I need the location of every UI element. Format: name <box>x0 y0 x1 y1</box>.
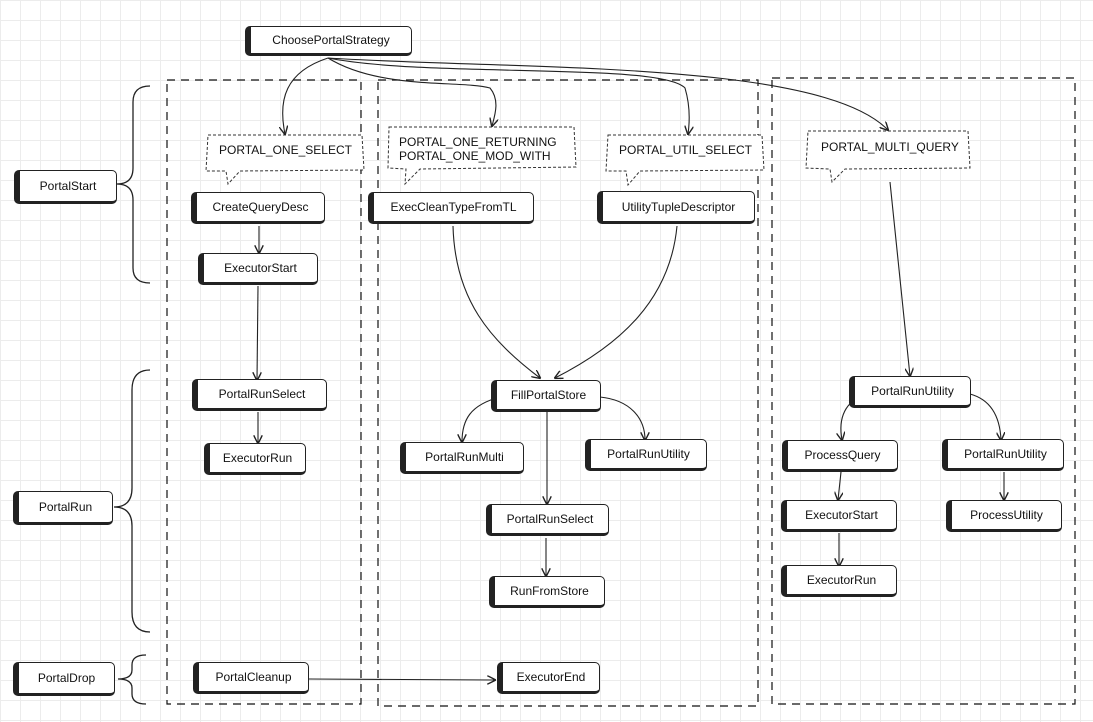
edge-execclean-fill <box>452 225 540 378</box>
edge-cleanup-executorend <box>308 679 495 680</box>
node-executor-start-1: ExecutorStart <box>198 253 318 285</box>
node-portal-run-select-2: PortalRunSelect <box>486 504 609 536</box>
edge-runutility-runutility2 <box>969 393 1001 440</box>
label-portal-one-mod-with: PORTAL_ONE_MOD_WITH <box>399 149 551 163</box>
node-portal-run-utility-2: PortalRunUtility <box>849 376 971 408</box>
node-portal-run-multi: PortalRunMulti <box>400 442 524 474</box>
edge-fill-runutility <box>599 396 645 440</box>
label-portal-multi-query: PORTAL_MULTI_QUERY <box>821 140 959 154</box>
brace-start <box>116 85 151 284</box>
bubble-multi-query <box>805 130 971 184</box>
edge-root-one-select <box>283 57 329 134</box>
edge-multi-runutility <box>889 181 910 376</box>
bubble-one-select <box>205 134 365 186</box>
node-portal-run-select-1: PortalRunSelect <box>192 379 327 411</box>
brace-drop <box>117 654 147 705</box>
node-create-query-desc: CreateQueryDesc <box>191 192 325 224</box>
edge-root-multi-query <box>327 57 888 130</box>
node-portal-drop: PortalDrop <box>13 662 115 696</box>
node-choose-portal-strategy: ChoosePortalStrategy <box>245 26 412 56</box>
node-executor-end: ExecutorEnd <box>497 662 600 694</box>
bubble-one-returning <box>387 126 577 186</box>
edge-root-returning <box>327 57 496 126</box>
bubble-util-select <box>605 134 765 187</box>
node-utility-tuple-descriptor: UtilityTupleDescriptor <box>597 191 755 224</box>
label-portal-util-select: PORTAL_UTIL_SELECT <box>619 143 752 157</box>
edge-executorstart-runselect <box>257 285 258 380</box>
node-fill-portal-store: FillPortalStore <box>491 380 601 412</box>
node-portal-run-utility-1: PortalRunUtility <box>585 439 707 471</box>
node-portal-start: PortalStart <box>14 170 117 204</box>
node-portal-run: PortalRun <box>13 491 113 525</box>
edge-utility-fill <box>555 225 678 378</box>
node-portal-run-utility-3: PortalRunUtility <box>942 439 1064 471</box>
node-executor-run-1: ExecutorRun <box>204 443 306 475</box>
node-executor-start-2: ExecutorStart <box>781 500 897 532</box>
brace-run <box>113 369 151 633</box>
node-portal-cleanup: PortalCleanup <box>193 662 309 694</box>
frame-one-select <box>166 79 362 705</box>
edge-processquery-executorstart <box>838 471 841 500</box>
frame-multi-query <box>771 77 1076 705</box>
frame-returning-util <box>377 79 759 707</box>
label-portal-one-returning: PORTAL_ONE_RETURNING <box>399 135 557 149</box>
node-executor-run-2: ExecutorRun <box>781 565 897 597</box>
node-run-from-store: RunFromStore <box>489 576 605 608</box>
label-portal-one-select: PORTAL_ONE_SELECT <box>219 143 352 157</box>
node-process-query: ProcessQuery <box>782 440 898 472</box>
node-process-utility: ProcessUtility <box>946 500 1062 532</box>
node-exec-clean-type-from-tl: ExecCleanTypeFromTL <box>368 192 534 224</box>
edge-root-util-select <box>327 57 689 134</box>
